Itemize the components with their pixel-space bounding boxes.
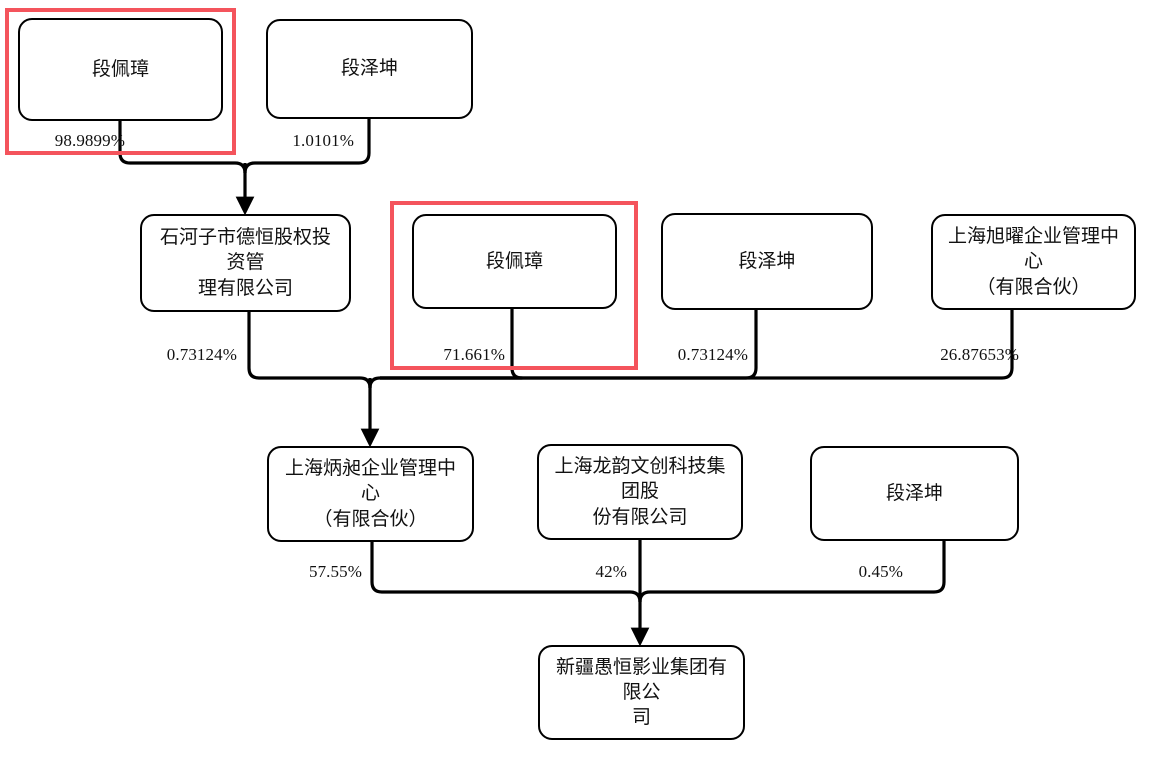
node-duanzekun-bottom[interactable]: 段泽坤	[810, 446, 1019, 541]
node-label: 段泽坤	[885, 482, 943, 504]
node-shanghai-bingchang[interactable]: 上海炳昶企业管理中心 （有限合伙）	[267, 446, 474, 542]
node-shanghai-longyun[interactable]: 上海龙韵文创科技集团股 份有限公司	[537, 444, 743, 540]
node-label: 新疆愚恒影业集团有限公 司	[555, 656, 727, 729]
node-duanzekun-mid[interactable]: 段泽坤	[661, 213, 873, 310]
edge-group-row2	[247, 309, 1014, 448]
node-duanpeizhang-mid[interactable]: 段佩璋	[412, 214, 617, 309]
edge-group-row3	[370, 540, 946, 647]
node-label: 段佩璋	[485, 250, 543, 272]
edge-label-percent: 0.73124%	[677, 345, 748, 364]
edge-label-percent: 57.55%	[308, 562, 362, 581]
node-shanghai-xuyao[interactable]: 上海旭曜企业管理中心 （有限合伙）	[931, 214, 1136, 310]
edge-label-percent: 42%	[595, 562, 627, 581]
node-shihezi-deheng[interactable]: 石河子市德恒股权投资管 理有限公司	[140, 214, 351, 312]
node-label: 段佩璋	[91, 58, 149, 80]
edge-label-percent: 71.661%	[443, 345, 505, 364]
node-xinjiang-yuheng[interactable]: 新疆愚恒影业集团有限公 司	[538, 645, 745, 740]
node-duanzekun-top[interactable]: 段泽坤	[266, 19, 473, 119]
node-label: 上海炳昶企业管理中心 （有限合伙）	[284, 458, 456, 530]
node-label: 上海龙韵文创科技集团股 份有限公司	[554, 456, 726, 528]
node-label: 上海旭曜企业管理中心 （有限合伙）	[947, 226, 1119, 298]
edge-label-percent: 0.73124%	[166, 345, 237, 364]
edge-label-percent: 1.0101%	[292, 131, 354, 150]
node-label: 段泽坤	[340, 58, 398, 80]
edge-label-percent: 26.87653%	[940, 345, 1019, 364]
node-label: 石河子市德恒股权投资管 理有限公司	[159, 227, 331, 299]
node-duanpeizhang-top[interactable]: 段佩璋	[18, 18, 223, 121]
node-label: 段泽坤	[738, 250, 796, 272]
edge-label-percent: 0.45%	[858, 562, 903, 581]
edge-label-percent: 98.9899%	[54, 131, 125, 150]
